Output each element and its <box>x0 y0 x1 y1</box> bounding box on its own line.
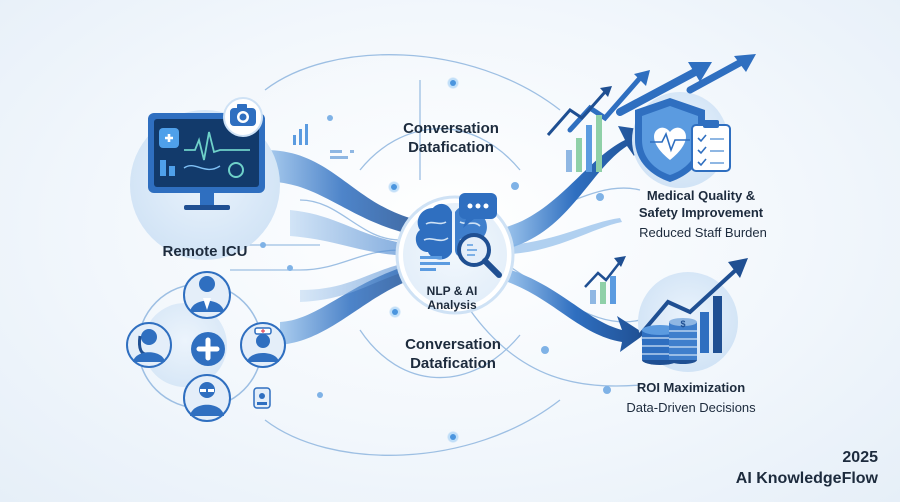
label-roi: ROI Maximization <box>637 380 745 395</box>
clipboard-icon <box>691 120 731 172</box>
label-nlp-2: Analysis <box>427 298 477 312</box>
label-top-datafication-1: Conversation <box>403 120 499 137</box>
male-doctor-icon <box>183 374 231 422</box>
label-bottom-datafication-1: Conversation <box>405 336 501 353</box>
label-roi-sub: Data-Driven Decisions <box>626 400 756 415</box>
label-remote-icu: Remote ICU <box>162 243 247 260</box>
magnifier-icon <box>457 233 502 278</box>
label-nlp-1: NLP & AI <box>427 284 478 298</box>
svg-text:$: $ <box>680 319 685 329</box>
label-bottom-datafication-2: Datafication <box>410 355 496 372</box>
label-medical-sub: Reduced Staff Burden <box>639 225 767 240</box>
mini-doc-icon <box>330 150 354 159</box>
footer-year: 2025 <box>842 449 878 466</box>
shield-heart-icon <box>635 98 705 182</box>
roi-group: $ <box>584 256 748 372</box>
id-badge-icon <box>253 387 271 409</box>
female-doctor-icon <box>126 322 172 368</box>
label-medical-1: Medical Quality & <box>647 188 755 203</box>
remote-icu-group <box>130 97 354 260</box>
text-lines-icon <box>420 256 450 271</box>
growth-arrow-top-icon <box>546 54 756 172</box>
nurse-icon <box>240 322 286 368</box>
chat-bubble-icon <box>459 193 497 228</box>
footer-brand: AI KnowledgeFlow <box>736 470 879 487</box>
label-medical-2: Safety Improvement <box>639 205 764 220</box>
label-top-datafication-2: Datafication <box>408 139 494 156</box>
flow-ribbons <box>265 126 645 352</box>
diagram-labels: Conversation Datafication Remote ICU NLP… <box>162 120 878 487</box>
doctor-icon <box>183 271 231 319</box>
medical-quality-group <box>546 54 756 188</box>
medical-cross-icon <box>191 332 225 366</box>
camera-icon <box>223 97 263 137</box>
glow-nodes <box>260 77 611 443</box>
coin-stack-icon: $ <box>642 318 697 365</box>
mini-growth-icon <box>584 256 626 304</box>
care-team-group <box>126 271 286 422</box>
mini-bar-chart-icon <box>293 124 308 145</box>
nlp-analysis-group <box>395 193 515 315</box>
